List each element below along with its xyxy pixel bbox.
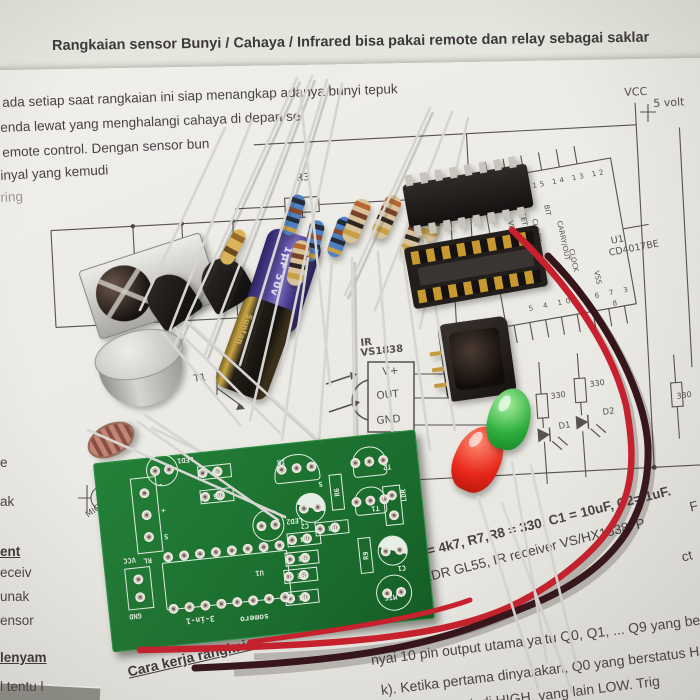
left-fragment-4: eceiv	[0, 565, 32, 580]
left-fragment-6: ensor	[0, 613, 34, 628]
left-fragment-3: ent	[0, 544, 21, 559]
left-fragment-2: ak	[0, 494, 15, 509]
left-fragment-1: e	[0, 455, 8, 470]
left-fragment-8: l tentu l	[0, 679, 44, 694]
left-fragment-5: unak	[0, 589, 30, 604]
left-fragment-7: lenyam	[0, 650, 47, 665]
